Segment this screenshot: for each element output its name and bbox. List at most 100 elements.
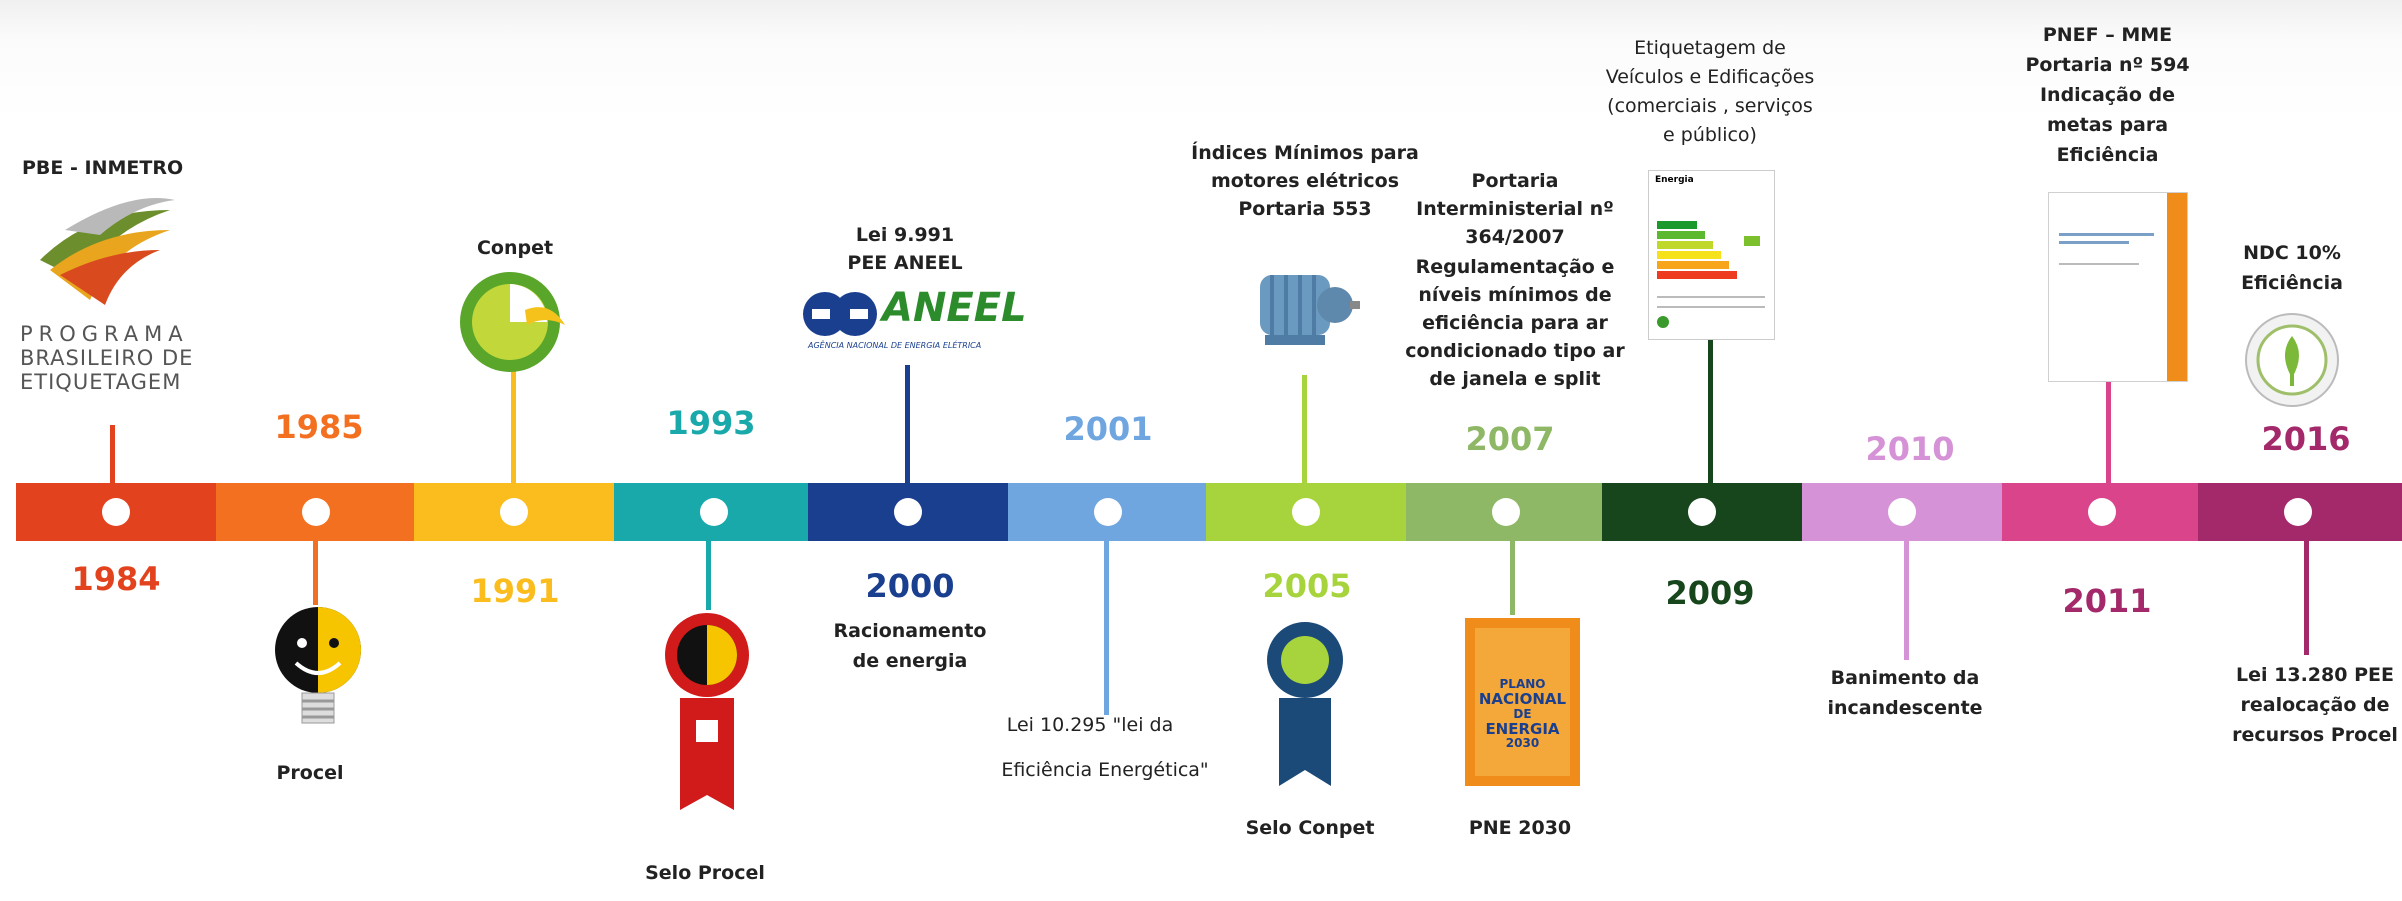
segment-2007 — [1406, 483, 1602, 541]
segment-1993 — [614, 483, 808, 541]
connector-1993 — [706, 540, 711, 610]
label-indices-minimos-2: motores elétricos — [1210, 170, 1400, 192]
label-pnef-5: Eficiência — [2056, 144, 2159, 166]
label-pbe-inmetro: PBE - INMETRO — [22, 157, 184, 179]
connector-2010 — [1904, 540, 1909, 660]
year-1984: 1984 — [71, 560, 161, 598]
label-pnef-1: PNEF – MME — [2042, 24, 2173, 46]
energy-label-title: Energia — [1655, 175, 1694, 185]
milestone-dot — [2284, 498, 2312, 526]
label-lei-13280-3: recursos Procel — [2232, 724, 2398, 746]
pne-cover-text-4: ENERGIA — [1485, 719, 1560, 738]
year-2010: 2010 — [1865, 430, 1955, 468]
connector-2007 — [1510, 540, 1515, 615]
label-lei-10295-1: Lei 10.295 "lei da — [1006, 714, 1174, 736]
selo-procel-icon — [662, 610, 752, 824]
connector-2009 — [1708, 338, 1713, 485]
procel-bulb-icon — [268, 605, 368, 739]
electric-motor-icon — [1240, 250, 1360, 364]
segment-1985 — [216, 483, 414, 541]
segment-2016 — [2198, 483, 2402, 541]
year-1993: 1993 — [666, 404, 756, 442]
selo-conpet-icon — [1265, 620, 1345, 794]
connector-2016 — [2304, 540, 2309, 655]
year-2001: 2001 — [1063, 410, 1153, 448]
connector-2000 — [905, 365, 910, 485]
label-pee-aneel: PEE ANEEL — [847, 252, 963, 274]
label-lei-10295-2: Eficiência Energética" — [1001, 759, 1209, 781]
pbe-logo-text-2: BRASILEIRO DE — [20, 346, 194, 370]
connector-2005 — [1302, 375, 1307, 485]
label-indices-minimos-3: Portaria 553 — [1238, 198, 1372, 220]
pne-cover-text-1: PLANO — [1499, 677, 1546, 691]
year-1991: 1991 — [470, 572, 560, 610]
year-2007: 2007 — [1465, 420, 1555, 458]
label-selo-procel: Selo Procel — [645, 862, 765, 884]
pne-2030-cover: PLANO NACIONAL DE ENERGIA 2030 — [1465, 618, 1580, 786]
milestone-dot — [894, 498, 922, 526]
label-portaria-2007-8: de janela e split — [1429, 368, 1601, 390]
label-banimento-1: Banimento da — [1830, 667, 1980, 689]
label-lei-9991: Lei 9.991 — [855, 224, 955, 246]
label-pne-2030: PNE 2030 — [1468, 817, 1572, 839]
pne-cover-text-3: DE — [1513, 706, 1532, 721]
milestone-dot — [500, 498, 528, 526]
segment-1991 — [414, 483, 614, 541]
label-pnef-4: metas para — [2046, 114, 2169, 136]
pne-cover-text-5: 2030 — [1505, 736, 1540, 751]
connector-2001 — [1104, 540, 1109, 715]
label-portaria-2007-5: níveis mínimos de — [1418, 284, 1612, 306]
connector-1991 — [511, 370, 516, 485]
aneel-logo-icon: ANEEL AGÊNCIA NACIONAL DE ENERGIA ELÉTRI… — [800, 285, 1030, 360]
label-etiquetagem-1: Etiquetagem de — [1634, 37, 1786, 59]
milestone-dot — [1492, 498, 1520, 526]
label-pnef-3: Indicação de — [2039, 84, 2176, 106]
year-2011: 2011 — [2062, 582, 2152, 620]
label-etiquetagem-2: Veículos e Edificações — [1605, 66, 1815, 88]
milestone-dot — [2088, 498, 2116, 526]
milestone-dot — [1094, 498, 1122, 526]
label-ndc-2: Eficiência — [2241, 272, 2343, 294]
year-2016: 2016 — [2261, 420, 2351, 458]
milestone-dot — [302, 498, 330, 526]
label-selo-conpet: Selo Conpet — [1245, 817, 1375, 839]
ndc-seal-icon — [2244, 312, 2340, 412]
segment-2011 — [2002, 483, 2198, 541]
connector-2011 — [2106, 378, 2111, 485]
label-etiquetagem-4: e público) — [1663, 124, 1757, 146]
year-2009: 2009 — [1665, 574, 1755, 612]
pbe-logo-text-3: ETIQUETAGEM — [20, 370, 182, 394]
label-lei-13280-2: realocação de — [2240, 694, 2390, 716]
segment-2005 — [1206, 483, 1406, 541]
connector-1984 — [110, 425, 115, 485]
year-1985: 1985 — [274, 408, 364, 446]
segment-2001 — [1008, 483, 1206, 541]
pne-cover-text-2: NACIONAL — [1478, 690, 1567, 709]
aneel-logo-subtitle: AGÊNCIA NACIONAL DE ENERGIA ELÉTRICA — [808, 341, 982, 350]
label-indices-minimos-1: Índices Mínimos para — [1191, 142, 1419, 164]
segment-2000 — [808, 483, 1008, 541]
label-pnef-2: Portaria nº 594 — [2025, 54, 2190, 76]
label-portaria-2007-4: Regulamentação e — [1415, 256, 1615, 278]
segment-2010 — [1802, 483, 2002, 541]
aneel-logo-text: ANEEL — [882, 285, 1027, 331]
conpet-logo-icon — [455, 270, 570, 379]
pnef-document-icon — [2048, 192, 2188, 382]
milestone-dot — [102, 498, 130, 526]
pbe-logo-text-1: PROGRAMA — [20, 322, 189, 346]
label-banimento-2: incandescente — [1827, 697, 1983, 719]
connector-1985 — [313, 540, 318, 605]
milestone-dot — [700, 498, 728, 526]
label-procel: Procel — [276, 762, 344, 784]
segment-1984 — [16, 483, 216, 541]
label-lei-13280-1: Lei 13.280 PEE — [2236, 664, 2394, 686]
label-conpet: Conpet — [476, 237, 554, 259]
label-etiquetagem-3: (comerciais , serviços — [1607, 95, 1813, 117]
energy-label-icon: Energia — [1648, 170, 1775, 340]
year-2005: 2005 — [1262, 567, 1352, 605]
label-portaria-2007-7: condicionado tipo ar — [1405, 340, 1625, 362]
label-portaria-2007-3: 364/2007 — [1465, 226, 1565, 248]
label-racionamento-1: Racionamento — [833, 620, 987, 642]
milestone-dot — [1888, 498, 1916, 526]
